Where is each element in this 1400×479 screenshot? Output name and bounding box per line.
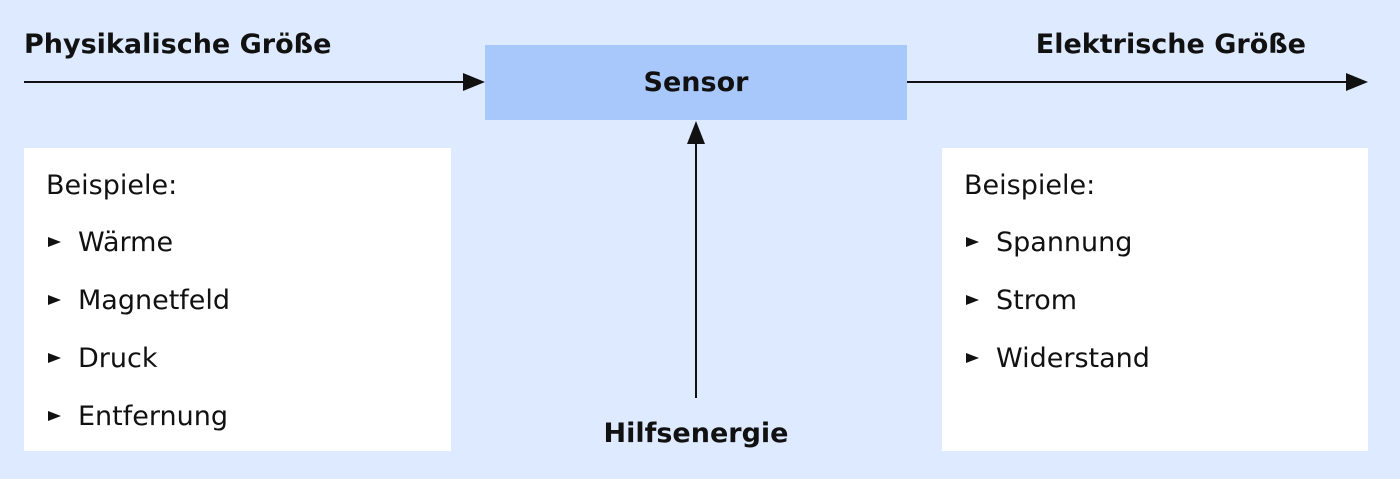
input-examples-panel: Beispiele: Wärme Magnetfeld Druck Entfer…: [24, 148, 451, 451]
input-examples-title: Beispiele:: [46, 170, 178, 201]
output-example-item: Widerstand: [964, 342, 1368, 374]
triangle-bullet-icon: [966, 237, 979, 247]
auxiliary-arrowhead: [687, 121, 705, 144]
output-examples-title: Beispiele:: [964, 170, 1096, 201]
input-example-item: Entfernung: [46, 400, 451, 432]
output-example-label: Strom: [996, 284, 1078, 316]
input-example-item: Druck: [46, 342, 451, 374]
triangle-bullet-icon: [966, 353, 979, 363]
input-example-label: Entfernung: [78, 400, 228, 432]
input-example-item: Wärme: [46, 226, 451, 258]
triangle-bullet-icon: [48, 353, 61, 363]
triangle-bullet-icon: [48, 237, 61, 247]
auxiliary-energy-label: Hilfsenergie: [603, 418, 789, 449]
triangle-bullet-icon: [966, 295, 979, 305]
input-example-label: Wärme: [78, 226, 174, 258]
output-examples-panel: Beispiele: Spannung Strom Widerstand: [942, 148, 1368, 451]
output-examples-list: Spannung Strom Widerstand: [964, 226, 1368, 374]
sensor-block: Sensor: [485, 45, 907, 120]
input-example-label: Magnetfeld: [78, 284, 231, 316]
output-example-item: Spannung: [964, 226, 1368, 258]
output-example-label: Spannung: [996, 226, 1133, 258]
output-example-label: Widerstand: [996, 342, 1150, 374]
output-example-item: Strom: [964, 284, 1368, 316]
triangle-bullet-icon: [48, 411, 61, 421]
input-quantity-heading: Physikalische Größe: [24, 29, 332, 60]
input-example-label: Druck: [78, 342, 158, 374]
input-arrowhead: [463, 73, 485, 91]
input-example-item: Magnetfeld: [46, 284, 451, 316]
input-examples-list: Wärme Magnetfeld Druck Entfernung: [46, 226, 451, 432]
output-arrowhead: [1346, 73, 1368, 91]
sensor-label: Sensor: [643, 67, 749, 98]
triangle-bullet-icon: [48, 295, 61, 305]
output-quantity-heading: Elektrische Größe: [1035, 29, 1306, 60]
